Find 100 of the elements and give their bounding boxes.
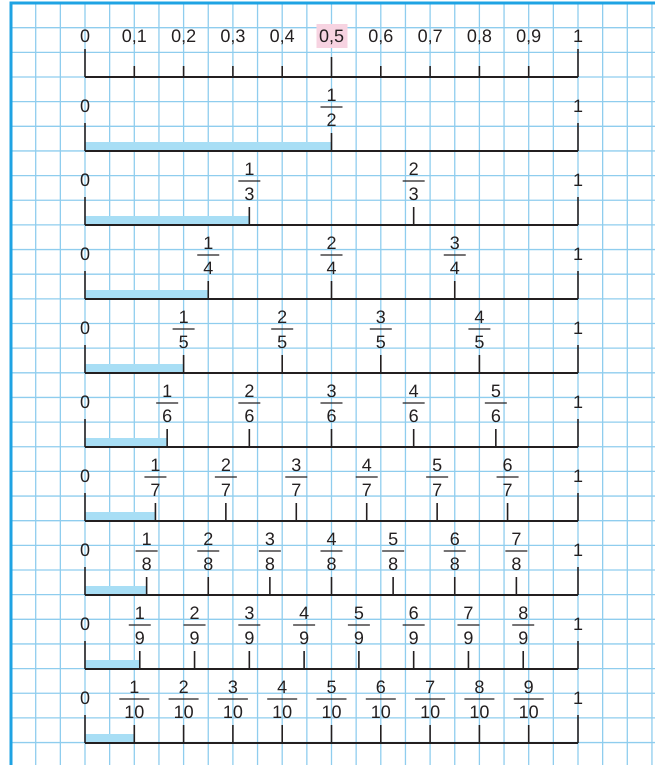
fraction-numerator: 1 <box>150 455 160 475</box>
fraction-denominator: 9 <box>134 628 145 648</box>
fraction-denominator: 10 <box>518 702 539 722</box>
fraction-numerator: 2 <box>408 159 419 179</box>
fraction-denominator: 9 <box>463 628 474 648</box>
fraction-denominator: 10 <box>370 702 391 722</box>
fraction-numerator: 5 <box>432 455 442 475</box>
fraction-denominator: 10 <box>469 702 490 722</box>
fraction-denominator: 7 <box>432 480 442 500</box>
number-label: 0 <box>80 96 90 116</box>
fraction-numerator: 6 <box>450 529 460 549</box>
number-label: 0 <box>80 540 90 560</box>
fraction-denominator: 9 <box>518 628 528 648</box>
fraction-denominator: 10 <box>420 702 440 722</box>
highlighted-number: 0,5 <box>316 24 348 48</box>
fraction-denominator: 9 <box>244 628 254 648</box>
fraction-numerator: 9 <box>524 677 534 697</box>
fraction-numerator: 4 <box>362 455 372 475</box>
fraction-denominator: 10 <box>174 702 194 722</box>
fraction-denominator: 10 <box>222 702 243 722</box>
fraction-denominator: 2 <box>326 110 336 130</box>
fraction-numerator: 4 <box>326 529 336 549</box>
fraction-denominator: 6 <box>490 406 501 426</box>
fraction-numerator: 4 <box>474 307 484 327</box>
fraction-numerator: 8 <box>518 603 528 623</box>
fraction-denominator: 8 <box>388 554 398 574</box>
number-label: 0 <box>80 392 90 412</box>
fraction-denominator: 8 <box>142 554 152 574</box>
fraction-denominator: 8 <box>264 554 275 574</box>
fraction-numerator: 6 <box>376 677 386 697</box>
fraction-numerator: 6 <box>408 603 419 623</box>
number-label: 1 <box>573 688 583 708</box>
fraction-numerator: 2 <box>277 307 288 327</box>
fraction-denominator: 8 <box>450 554 460 574</box>
fraction-numerator: 2 <box>203 529 214 549</box>
number-label: 0,3 <box>220 26 246 46</box>
number-label: 0 <box>80 318 90 338</box>
fraction-numerator: 6 <box>502 455 513 475</box>
fraction-numerator: 1 <box>129 677 140 697</box>
number-label: 0,9 <box>516 26 542 46</box>
fraction-numerator: 2 <box>190 603 200 623</box>
fraction-denominator: 9 <box>408 628 419 648</box>
number-label: 0,6 <box>368 26 394 46</box>
fraction-numerator: 3 <box>326 381 336 401</box>
number-label: 0,8 <box>466 26 492 46</box>
fraction-numerator: 5 <box>326 677 336 697</box>
number-label: 1 <box>573 466 583 486</box>
fraction-denominator: 7 <box>150 480 160 500</box>
fraction-denominator: 7 <box>362 480 372 500</box>
fraction-denominator: 5 <box>376 332 386 352</box>
fraction-numerator: 3 <box>376 307 386 327</box>
fraction-numerator: 5 <box>388 529 398 549</box>
fraction-denominator: 5 <box>277 332 288 352</box>
fraction-numerator: 4 <box>408 381 419 401</box>
fraction-numerator: 5 <box>490 381 501 401</box>
fraction-numerator: 4 <box>299 603 310 623</box>
number-label: 0 <box>80 688 90 708</box>
fraction-denominator: 6 <box>162 406 172 426</box>
fraction-denominator: 8 <box>511 554 522 574</box>
number-label: 0,1 <box>122 26 147 46</box>
fraction-numerator: 1 <box>134 603 145 623</box>
number-label: 1 <box>573 392 583 412</box>
fraction-numerator: 3 <box>228 677 238 697</box>
fraction-numerator: 1 <box>244 159 254 179</box>
fraction-denominator: 7 <box>502 480 513 500</box>
fraction-denominator: 10 <box>272 702 292 722</box>
number-label: 0 <box>80 170 90 190</box>
fraction-numerator: 2 <box>244 381 254 401</box>
fraction-denominator: 4 <box>450 258 460 278</box>
number-label: 1 <box>573 540 583 560</box>
number-label: 0 <box>80 466 90 486</box>
fraction-denominator: 3 <box>244 184 254 204</box>
number-label: 0 <box>80 244 90 264</box>
fraction-denominator: 6 <box>326 406 336 426</box>
number-label: 1 <box>573 244 583 264</box>
fraction-numerator: 3 <box>264 529 275 549</box>
fraction-numerator: 3 <box>244 603 254 623</box>
fraction-denominator: 6 <box>244 406 254 426</box>
fraction-numerator: 2 <box>220 455 231 475</box>
fraction-denominator: 9 <box>299 628 310 648</box>
fraction-numerator: 1 <box>162 381 172 401</box>
fraction-numerator: 3 <box>450 233 460 253</box>
fraction-denominator: 10 <box>321 702 342 722</box>
fraction-denominator: 8 <box>203 554 214 574</box>
fraction-denominator: 4 <box>203 258 214 278</box>
fraction-denominator: 3 <box>408 184 419 204</box>
fraction-numerator: 3 <box>291 455 302 475</box>
fraction-denominator: 9 <box>354 628 364 648</box>
fraction-numerator: 1 <box>178 307 189 327</box>
number-label: 0,4 <box>270 26 295 46</box>
fraction-denominator: 4 <box>326 258 336 278</box>
fraction-numerator: 7 <box>511 529 522 549</box>
number-label: 1 <box>573 614 583 634</box>
fraction-denominator: 7 <box>220 480 231 500</box>
fraction-denominator: 5 <box>474 332 484 352</box>
number-label: 1 <box>573 26 583 46</box>
number-label: 0 <box>80 614 90 634</box>
fraction-denominator: 10 <box>124 702 144 722</box>
fraction-numerator: 7 <box>463 603 474 623</box>
fraction-numerator: 1 <box>203 233 214 253</box>
